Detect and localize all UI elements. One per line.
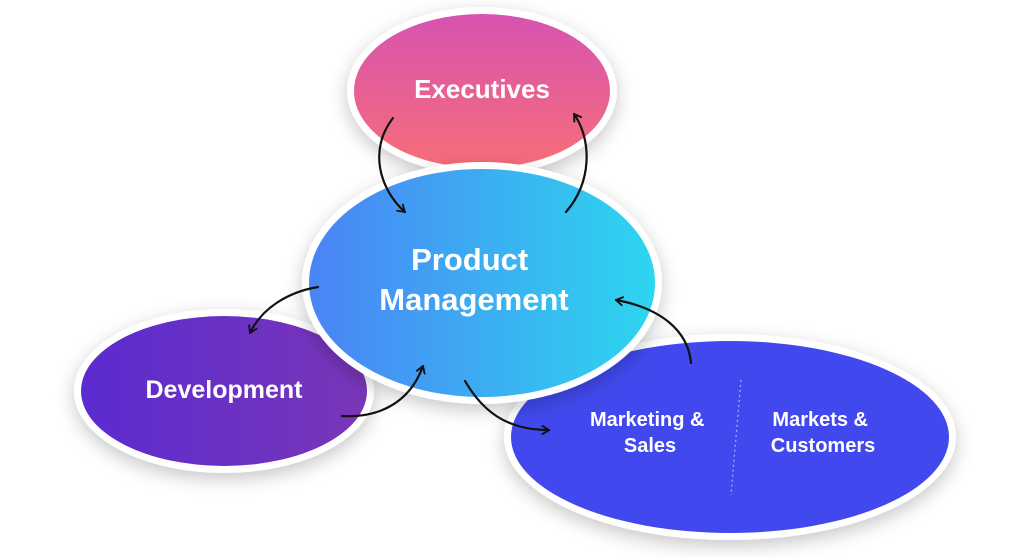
marketing-sales-label: Marketing & Sales [590,409,710,457]
executives-label: Executives [414,74,550,104]
arrow-product-to-market [463,379,551,430]
development-label: Development [146,376,304,404]
market-node-fill [511,341,949,533]
product-management-node: Product Management [302,162,662,404]
market-divider [730,379,742,496]
marketing-sales-label-line1: Marketing & [590,409,704,431]
arrow-development-to-product [340,364,423,418]
marketing-sales-label-line2: Sales [624,435,676,457]
product-management-label: Product Management [379,242,568,317]
executives-node-fill [354,14,610,168]
development-node-fill [81,316,367,466]
market-node: Marketing & Sales Markets & Customers [504,334,956,540]
markets-customers-label-line1: Markets & [772,409,868,431]
executives-node: Executives [347,7,617,175]
product-management-label-line2: Management [379,282,568,317]
markets-customers-label: Markets & Customers [771,409,875,457]
product-management-node-fill [309,169,655,397]
development-node: Development [74,309,374,473]
markets-customers-label-line2: Customers [771,435,875,457]
product-management-label-line1: Product [411,242,528,277]
arrow-product-to-executives [564,112,588,214]
arrow-executives-to-product [378,116,407,214]
arrow-product-to-development [250,285,320,335]
arrow-market-to-product [614,300,693,365]
